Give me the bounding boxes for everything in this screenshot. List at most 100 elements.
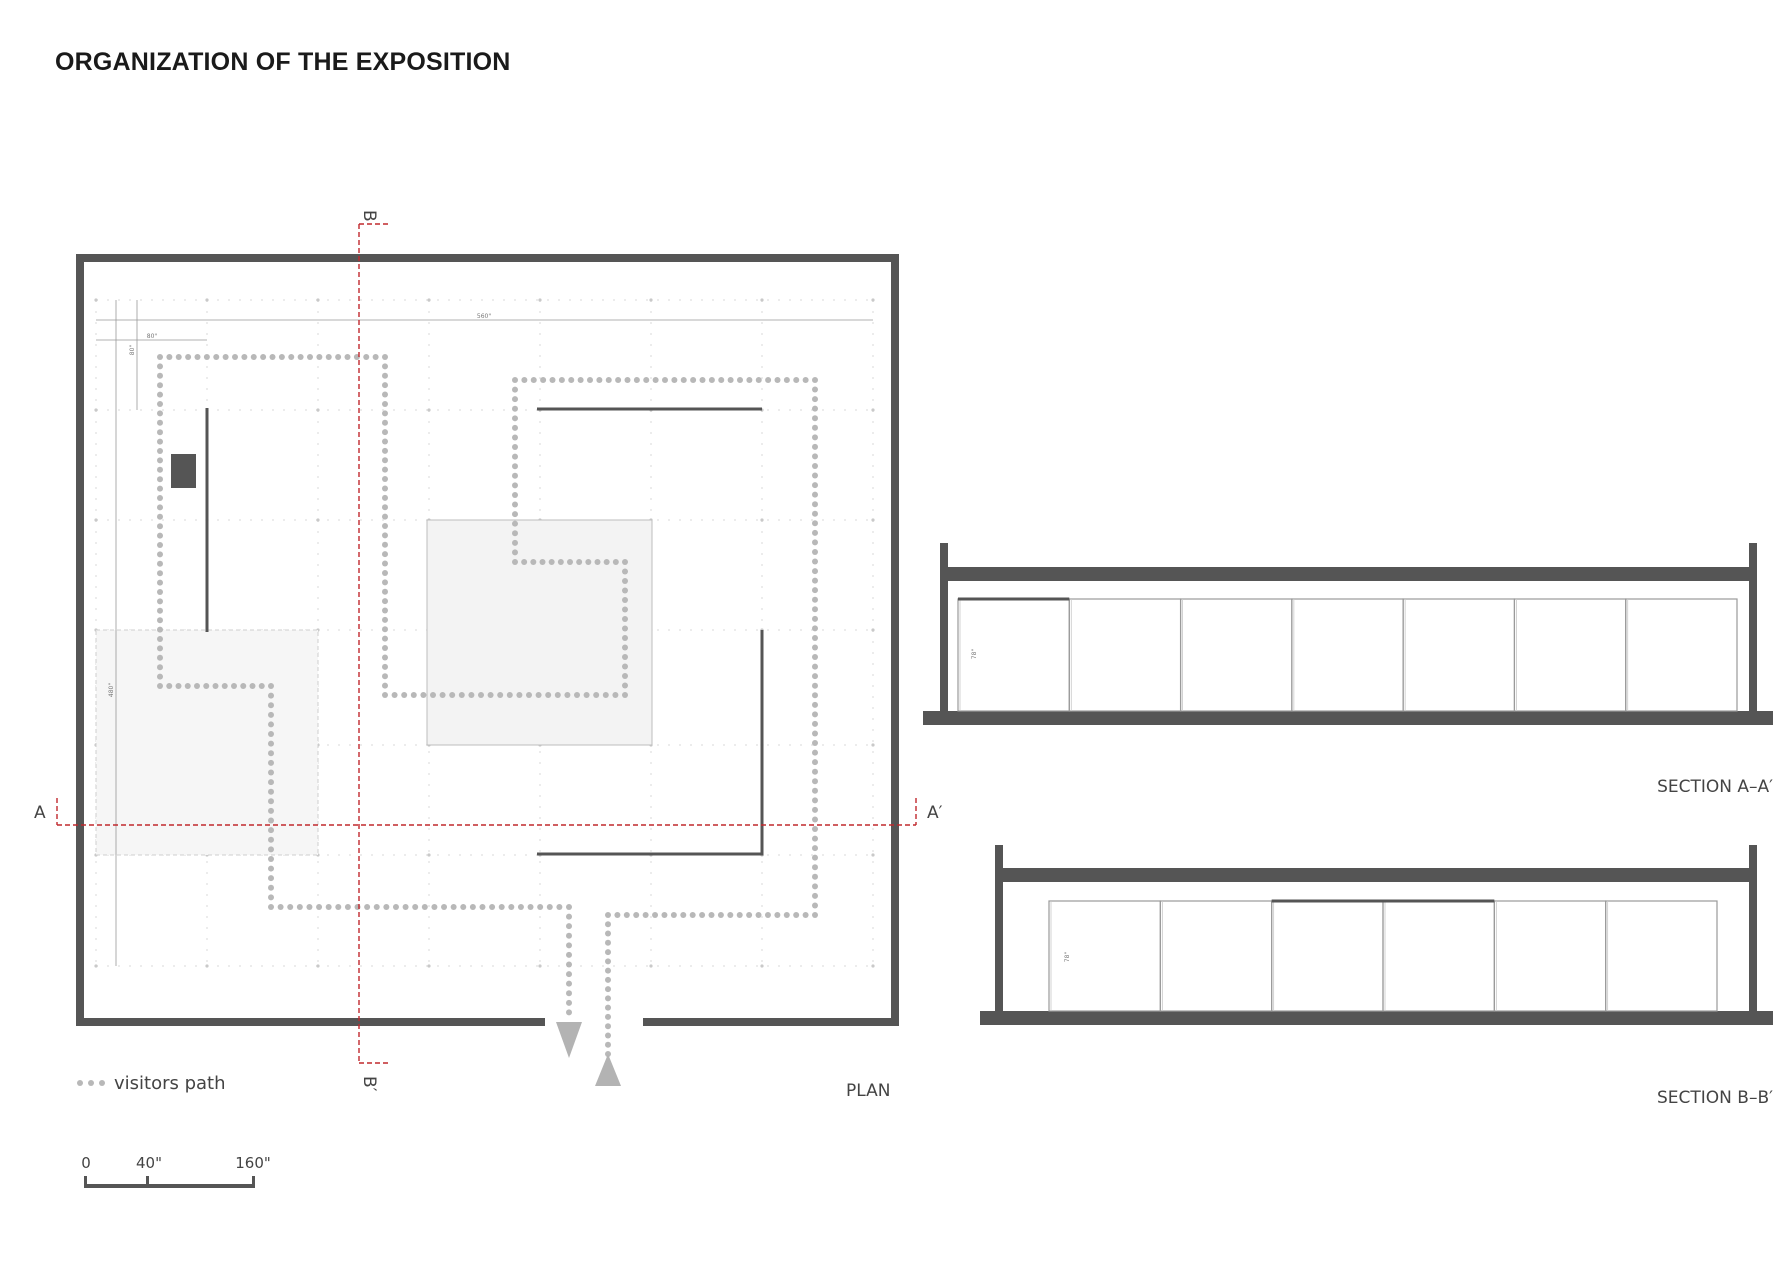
path-dot	[736, 912, 743, 918]
path-dot	[576, 559, 583, 565]
path-dot	[783, 912, 790, 918]
path-dot	[517, 904, 524, 910]
path-dot	[718, 377, 725, 383]
path-dot	[460, 904, 467, 910]
path-dot	[605, 921, 611, 928]
path-dot	[605, 912, 611, 918]
path-dot	[268, 894, 274, 901]
path-dot	[670, 912, 677, 918]
path-dot	[287, 904, 294, 910]
path-dot	[382, 560, 388, 567]
path-dot	[307, 354, 313, 360]
path-dot	[268, 817, 274, 824]
path-dot	[184, 683, 191, 689]
grid-node	[538, 298, 542, 302]
path-dot	[614, 912, 621, 918]
path-dot	[812, 501, 818, 508]
path-dot	[727, 912, 734, 918]
path-dot	[622, 663, 628, 670]
path-dot	[527, 904, 534, 910]
path-dot	[382, 532, 388, 539]
path-dot	[157, 419, 163, 426]
path-dot	[596, 377, 603, 383]
path-dot	[157, 457, 163, 464]
exhibit-panel	[1513, 598, 1627, 712]
path-dot	[699, 377, 706, 383]
path-dot	[157, 504, 163, 511]
path-dot	[412, 904, 419, 910]
path-dot	[652, 912, 659, 918]
page-title: ORGANIZATION OF THE EXPOSITION	[55, 48, 511, 76]
path-dot	[708, 377, 715, 383]
path-dot	[157, 617, 163, 624]
path-dot	[812, 692, 818, 699]
path-dot	[812, 587, 818, 594]
path-dot	[268, 884, 274, 891]
path-dot	[812, 673, 818, 680]
path-dot	[783, 377, 790, 383]
dimension-lines	[96, 300, 873, 966]
path-dot	[622, 568, 628, 575]
path-dot	[623, 912, 630, 918]
path-dot	[249, 683, 256, 689]
path-dot	[587, 377, 593, 383]
path-dot	[382, 588, 388, 595]
path-dot	[512, 491, 518, 498]
path-dot	[157, 363, 163, 370]
path-dot	[585, 559, 592, 565]
path-dot	[557, 559, 564, 565]
path-dot	[512, 415, 518, 422]
exhibit-panel	[1271, 900, 1384, 1012]
path-dot	[708, 912, 715, 918]
path-dot	[512, 501, 518, 508]
path-dot	[268, 731, 274, 738]
path-dot	[157, 401, 163, 407]
path-dot	[558, 377, 565, 383]
path-dot	[157, 683, 163, 689]
path-dot	[382, 438, 388, 445]
path-dot	[382, 551, 388, 558]
path-dot	[812, 405, 818, 412]
path-dot	[605, 1041, 611, 1048]
path-dot	[540, 377, 547, 383]
path-dot	[268, 875, 274, 882]
grid-node	[871, 518, 875, 522]
path-dot	[512, 396, 518, 403]
path-dot	[441, 904, 448, 910]
path-dot	[605, 1032, 611, 1039]
path-dot	[802, 377, 809, 383]
grid-node	[760, 298, 764, 302]
path-dot	[296, 904, 303, 910]
grid-node	[871, 408, 875, 412]
path-dot	[812, 883, 818, 890]
path-dot	[232, 354, 238, 360]
path-dot	[566, 980, 572, 987]
path-dot	[680, 377, 687, 383]
grid-node	[760, 964, 764, 968]
path-dot	[194, 683, 200, 689]
path-dot	[546, 904, 553, 910]
path-dot	[382, 494, 388, 501]
path-dot	[662, 377, 668, 383]
path-dot	[382, 410, 388, 417]
path-dot	[382, 476, 388, 483]
path-dot	[566, 971, 572, 978]
path-dot	[567, 559, 573, 565]
path-dot	[812, 434, 818, 441]
path-dot	[548, 559, 555, 565]
outer-wall	[76, 254, 899, 1026]
section-a-roof	[940, 567, 1757, 581]
path-dot	[382, 692, 388, 698]
path-dot	[268, 769, 274, 776]
path-dot	[605, 377, 612, 383]
section-b-label: SECTION B–B′	[1657, 1088, 1773, 1108]
path-dot	[268, 846, 274, 853]
path-dot	[605, 1023, 611, 1030]
path-dot	[812, 424, 818, 431]
path-dot	[812, 482, 818, 489]
path-dot	[157, 466, 163, 473]
path-dot	[812, 548, 818, 555]
path-dot	[508, 904, 515, 910]
path-dot	[545, 692, 552, 698]
path-dot	[382, 400, 388, 407]
